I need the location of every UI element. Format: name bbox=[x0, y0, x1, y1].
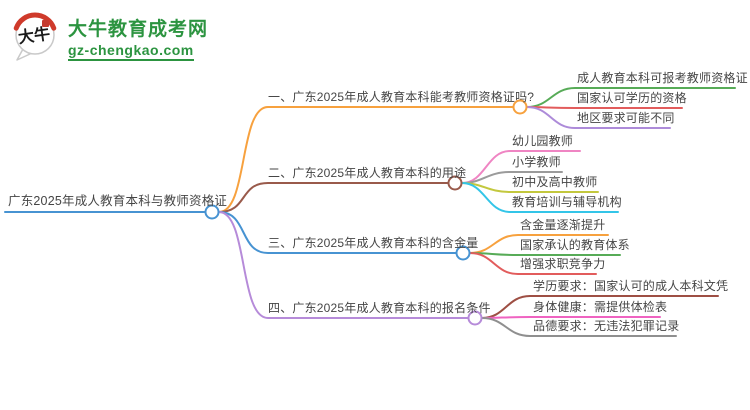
child-node-2-4[interactable]: 教育培训与辅导机构 bbox=[512, 195, 622, 209]
branch-node-2[interactable]: 二、广东2025年成人教育本科的用途 bbox=[268, 166, 467, 180]
child-node-3-3[interactable]: 增强求职竞争力 bbox=[520, 257, 606, 271]
child-node-1-3[interactable]: 地区要求可能不同 bbox=[577, 111, 675, 125]
branch-line-3 bbox=[218, 211, 458, 254]
child-node-2-1[interactable]: 幼儿园教师 bbox=[512, 134, 574, 148]
child-node-2-2[interactable]: 小学教师 bbox=[512, 155, 561, 169]
child-node-4-3[interactable]: 品德要求：无违法犯罪记录 bbox=[533, 319, 680, 333]
child-node-4-1[interactable]: 学历要求：国家认可的成人本科文凭 bbox=[533, 279, 729, 293]
svg-text:大牛: 大牛 bbox=[17, 24, 51, 47]
child-node-1-1[interactable]: 成人教育本科可报考教师资格证 bbox=[577, 71, 748, 85]
child-line-2-4 bbox=[461, 182, 619, 213]
child-node-3-1[interactable]: 含金量逐渐提升 bbox=[520, 218, 606, 232]
child-node-3-2[interactable]: 国家承认的教育体系 bbox=[520, 238, 630, 252]
branch-3-toggle-circle[interactable] bbox=[455, 245, 471, 261]
root-toggle-circle[interactable] bbox=[204, 204, 220, 220]
logo-bubble-icon: 大牛 bbox=[13, 12, 57, 61]
child-node-2-3[interactable]: 初中及高中教师 bbox=[512, 175, 598, 189]
child-line-4-3 bbox=[481, 317, 677, 337]
branch-line-2 bbox=[218, 182, 450, 213]
branch-line-1 bbox=[218, 106, 515, 213]
logo-title: 大牛教育成考网 bbox=[68, 19, 209, 40]
child-line-3-3 bbox=[469, 252, 597, 275]
branch-node-4[interactable]: 四、广东2025年成人教育本科的报名条件 bbox=[268, 301, 491, 315]
site-logo: 大牛 大牛教育成考网 gz-chengkao.com bbox=[12, 12, 208, 62]
child-node-1-2[interactable]: 国家认可学历的资格 bbox=[577, 91, 687, 105]
branch-line-4 bbox=[218, 211, 470, 319]
branch-1-toggle-circle[interactable] bbox=[512, 99, 528, 115]
branch-2-toggle-circle[interactable] bbox=[447, 175, 463, 191]
root-node[interactable]: 广东2025年成人教育本科与教师资格证 bbox=[8, 194, 228, 208]
child-line-1-2 bbox=[526, 106, 683, 109]
child-line-3-2 bbox=[469, 252, 621, 256]
child-line-4-2 bbox=[481, 316, 661, 319]
branch-node-3[interactable]: 三、广东2025年成人教育本科的含金量 bbox=[268, 236, 479, 250]
logo-domain: gz-chengkao.com bbox=[68, 42, 194, 61]
child-line-1-3 bbox=[526, 106, 671, 129]
branch-4-toggle-circle[interactable] bbox=[467, 310, 483, 326]
child-node-4-2[interactable]: 身体健康：需提供体检表 bbox=[533, 300, 668, 314]
branch-node-1[interactable]: 一、广东2025年成人教育本科能考教师资格证吗? bbox=[268, 90, 535, 104]
